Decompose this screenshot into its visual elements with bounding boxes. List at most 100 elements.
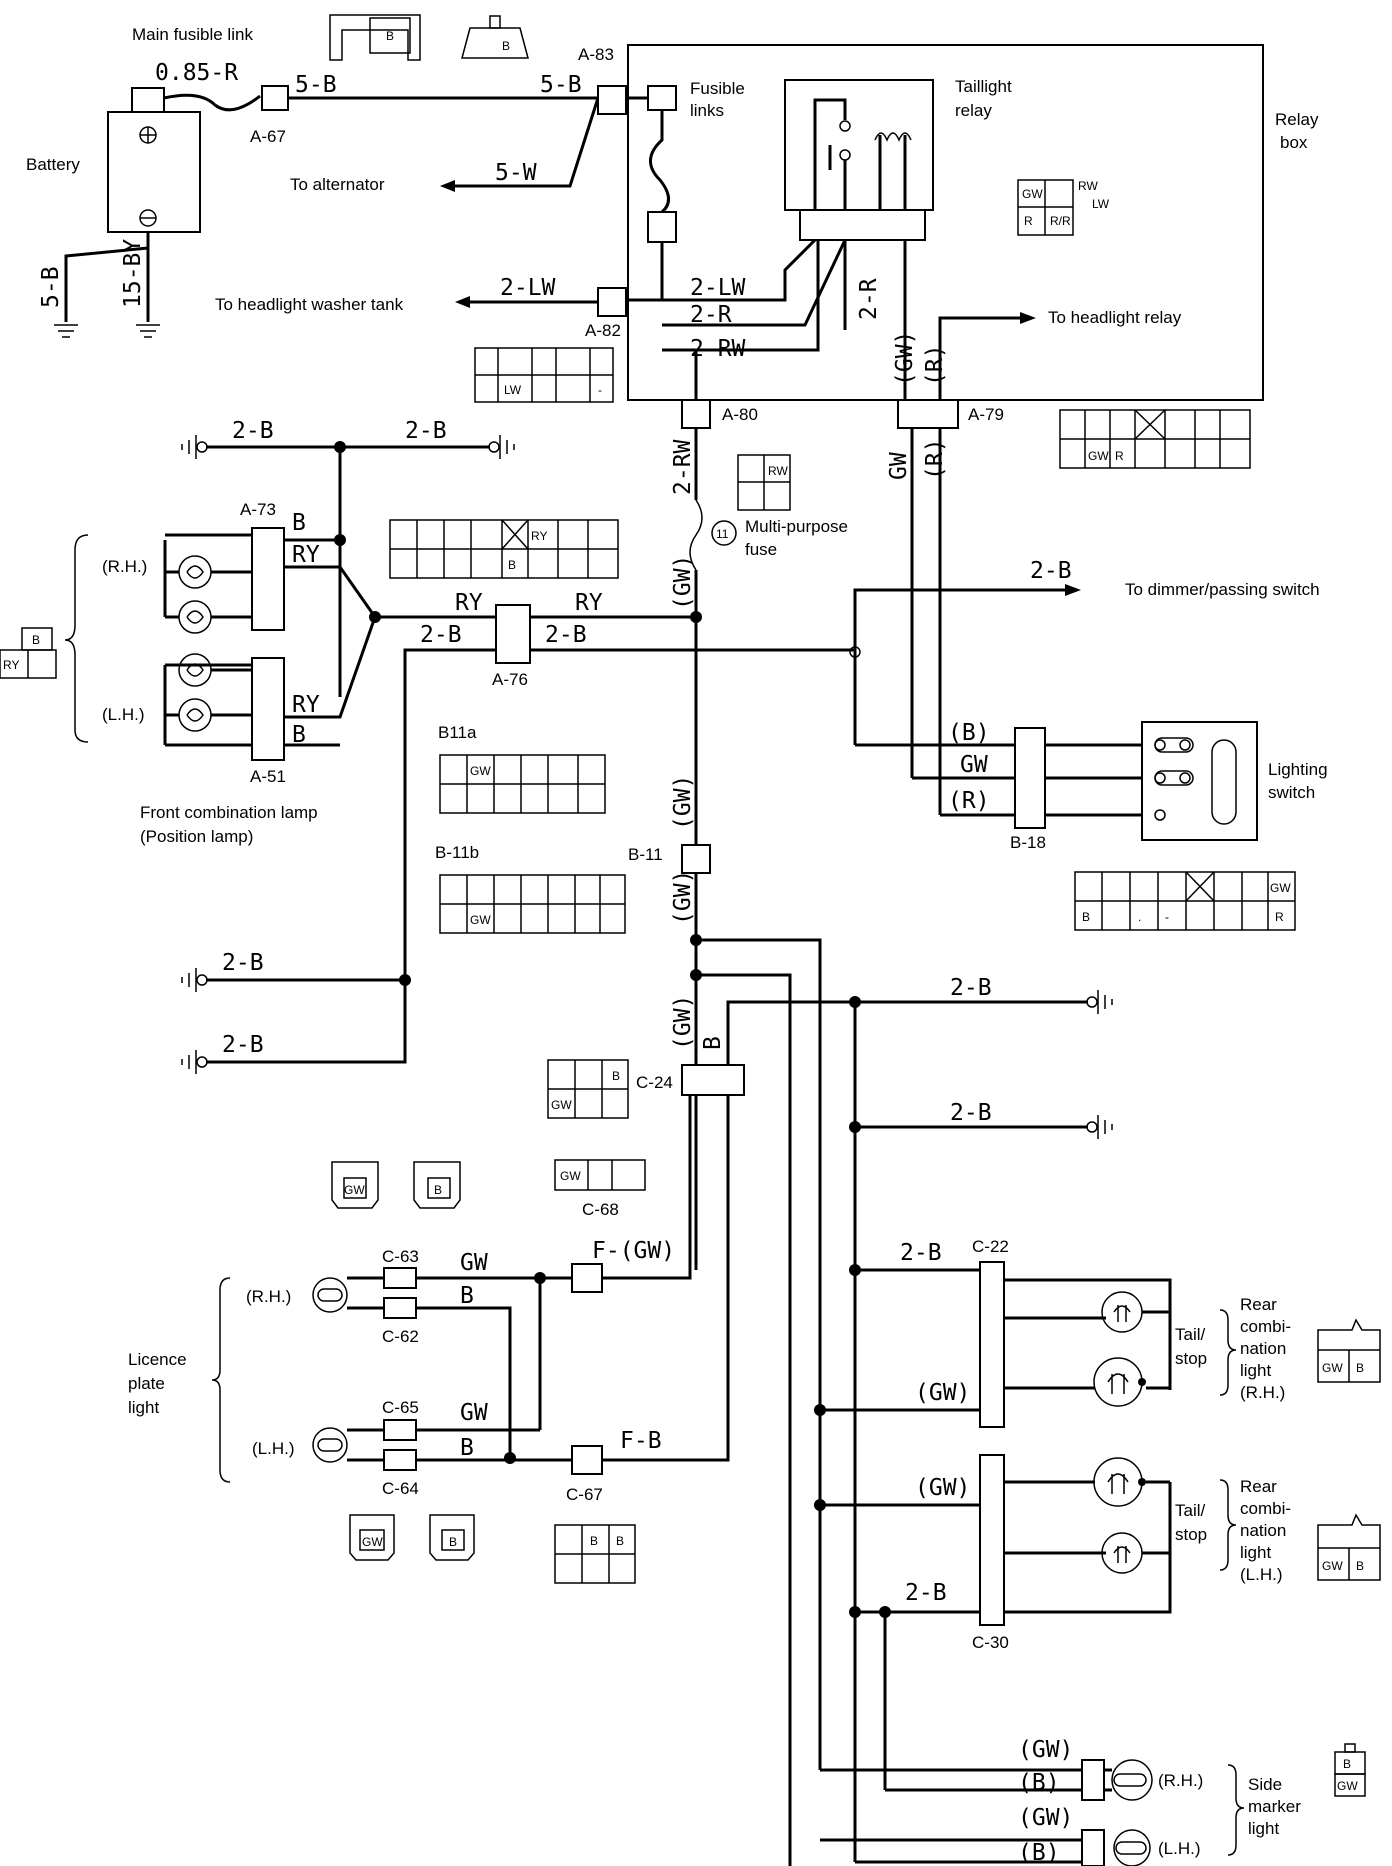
connector-c68-label: C-68 [582, 1200, 619, 1219]
multi-purpose-fuse-label-2: fuse [745, 540, 777, 559]
pin-label: R [1275, 910, 1284, 924]
brace-icon [211, 1277, 231, 1483]
taillight-relay-base [799, 209, 926, 241]
side-marker-label-2: marker [1248, 1797, 1301, 1816]
pin-label: - [598, 383, 602, 397]
ground-icon [136, 324, 160, 338]
switch-contact-icon [1154, 737, 1194, 753]
pin-label: . [1138, 910, 1141, 924]
connector-a83 [597, 85, 627, 115]
wire-label-gw-switch: GW [960, 752, 988, 778]
connector-symbol-a73: RY B [389, 519, 619, 579]
pin-label: B [508, 558, 516, 572]
rear-comb-rh-3: nation [1240, 1339, 1286, 1358]
to-headlight-washer-label: To headlight washer tank [215, 295, 404, 314]
connector-symbol-a67b: B [461, 15, 529, 59]
lamp-icon [163, 533, 252, 617]
connector-symbol-c63: GW [331, 1161, 379, 1209]
main-fusible-link-wire [163, 93, 261, 112]
taillight-relay-label-2: relay [955, 101, 992, 120]
lamp-icon [1113, 1829, 1151, 1866]
wire-label-2b-dimmer: 2-B [1030, 558, 1072, 584]
connector-b18 [1014, 727, 1046, 829]
pin-label: B [1356, 1361, 1364, 1375]
side-marker-label-1: Side [1248, 1775, 1282, 1794]
pin-label: - [1165, 910, 1169, 924]
pin-label: GW [470, 764, 491, 778]
pin-label: B [612, 1069, 620, 1083]
gw-bus [696, 938, 822, 1770]
fusible-link-wire [649, 110, 670, 214]
connector-a73-label: A-73 [240, 500, 276, 519]
rh-label: (R.H.) [102, 557, 147, 576]
connector-symbol-b11b: GW [439, 874, 626, 934]
wire-label-gw-c22: (GW) [915, 1380, 970, 1406]
arrow-icon [440, 180, 455, 192]
rear-wiring: 2-B 2-B 2-B C-22 (GW) Tail/ stop Rea [696, 938, 1381, 1866]
rear-comb-rh-4: light [1240, 1361, 1271, 1380]
connector-c62 [383, 1297, 417, 1319]
relay-contact-icon [813, 98, 912, 210]
ground-icon [488, 435, 515, 459]
pin-label: B [1343, 1757, 1351, 1771]
wire-label-2b-fg-2: 2-B [222, 1032, 264, 1058]
headlight-washer-branch: A-82 2-LW To headlight washer tank LW - [215, 275, 627, 403]
connector-symbol-a80: RW [737, 454, 791, 511]
lamp-icon [165, 698, 252, 747]
wire-label-ry-a73: RY [292, 542, 320, 568]
junction-dot [814, 1404, 826, 1416]
wire-label-gw-a79: GW [886, 452, 912, 480]
lighting-switch-label-1: Lighting [1268, 760, 1328, 779]
wire-label-gw-c63: GW [460, 1250, 488, 1276]
wire-label-gw-sm-rh: (GW) [1018, 1737, 1073, 1763]
connector-symbol-b18: GW B . - R [1074, 871, 1296, 931]
pin-label: GW [470, 913, 491, 927]
licence-rh-label: (R.H.) [246, 1287, 291, 1306]
rear-comb-lh-1: Rear [1240, 1477, 1277, 1496]
pin-label: GW [551, 1098, 572, 1112]
rear-comb-rh-5: (R.H.) [1240, 1383, 1285, 1402]
b-ground-bus [726, 1000, 1088, 1065]
pin-label: GW [1337, 1779, 1358, 1793]
battery-label: Battery [26, 155, 80, 174]
front-combination-lamp-section: 2-B 2-B A-73 A-51 B RY RY B RY RY A-76 2… [0, 418, 855, 980]
pin-label: B [616, 1534, 624, 1548]
wire-label-gw-4: (GW) [670, 995, 696, 1050]
wire-label-f-gw: F-(GW) [592, 1238, 675, 1264]
connector-symbol-c62: B [413, 1161, 461, 1209]
wire-label-gw-relay: (GW) [892, 331, 918, 386]
wire-label-gw-c65: GW [460, 1400, 488, 1426]
side-marker-rh-label: (R.H.) [1158, 1771, 1203, 1790]
junction-dot [504, 1452, 516, 1464]
brace-icon [64, 534, 89, 743]
lamp-icon [312, 1277, 348, 1313]
wire-label-5b-right: 5-B [540, 72, 582, 98]
junction-dot [849, 996, 861, 1008]
ground-icon [54, 324, 78, 338]
switch-knob-icon [1211, 739, 1237, 825]
wire-to-headlight-relay [938, 316, 1020, 405]
connector-c64 [383, 1449, 417, 1471]
connector-symbol-a73-side: B RY [0, 627, 57, 679]
connector-c22-label: C-22 [972, 1237, 1009, 1256]
connector-c65-label: C-65 [382, 1398, 419, 1417]
wire-label-b-c24: B [700, 1036, 726, 1050]
pin-label: R [1115, 449, 1124, 463]
pin-label: B [32, 633, 40, 647]
tail-stop-rh-1: Tail/ [1175, 1325, 1206, 1344]
rear-comb-lh-5: (L.H.) [1240, 1565, 1283, 1584]
wire-label-gw-sm-lh: (GW) [1018, 1805, 1073, 1831]
wire-label-2lw: 2-LW [500, 275, 556, 301]
switch-contact-icon [1154, 770, 1194, 786]
pin-label: B [434, 1183, 442, 1197]
battery-section: Main fusible link Battery 0.85-R A-67 5-… [26, 25, 600, 338]
lamp-icon [163, 653, 252, 745]
wire-2r-inner [662, 239, 847, 327]
pin-label: GW [1270, 881, 1291, 895]
connector-symbol-side-marker: B GW [1334, 1743, 1366, 1797]
lamp-icon [312, 1427, 348, 1463]
relay-box-outline [627, 44, 1264, 401]
wire-label-2b-c30: 2-B [905, 1580, 947, 1606]
arrow-icon [1020, 312, 1036, 324]
connector-b11-label: B-11 [628, 845, 663, 864]
